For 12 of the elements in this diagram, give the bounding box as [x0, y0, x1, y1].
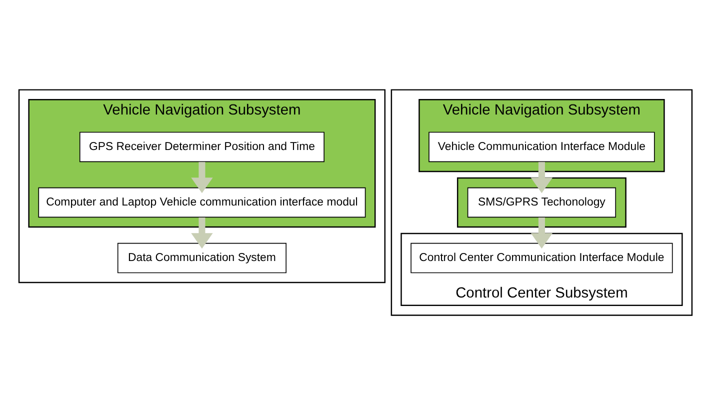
node-box: Computer and Laptop Vehicle communication interface modul — [38, 187, 366, 218]
node-box: Vehicle Communication Interface Module — [428, 132, 655, 162]
arrow — [191, 162, 213, 194]
arrow — [530, 162, 553, 194]
node-box: Control Center Communication Interface Module — [410, 242, 673, 274]
cluster — [18, 89, 386, 284]
arrow — [191, 217, 213, 249]
node-box: SMS/GPRS Techonology — [467, 187, 616, 218]
arrow — [530, 217, 553, 249]
cluster — [390, 89, 693, 316]
node-box: GPS Receiver Determiner Position and Time — [79, 132, 324, 162]
node-box: Data Communication System — [117, 242, 286, 274]
